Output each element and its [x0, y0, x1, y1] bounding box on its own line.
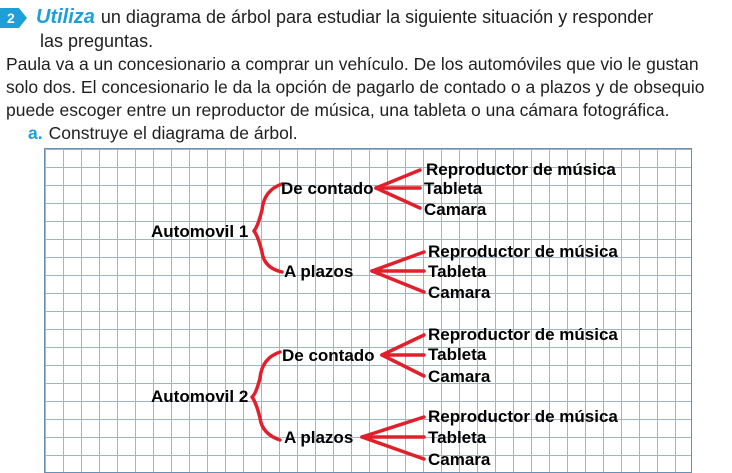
tree-leaf-line	[380, 353, 426, 378]
tree-leaf-line	[374, 186, 422, 210]
tree-leaf-line	[380, 333, 426, 357]
tree-leaf-line	[360, 435, 426, 461]
tree-branch-label: A plazos	[284, 428, 353, 447]
grid-paper	[44, 148, 692, 473]
tree-branch-label: A plazos	[284, 262, 353, 281]
tree-leaf-label: Tableta	[424, 179, 483, 198]
tree-branch-line	[252, 182, 284, 274]
paragraph-line-3: puede escoger entre un reproductor de mú…	[6, 100, 670, 120]
subquestion-a: a.Construye el diagrama de árbol.	[28, 123, 298, 143]
tree-leaf-label: Camara	[428, 367, 491, 386]
tree-leaf-label: Tableta	[428, 428, 487, 447]
tree-leaf-line	[370, 250, 426, 273]
tree-branch-line	[250, 350, 282, 442]
tree-branch-label: De contado	[281, 179, 374, 198]
paragraph-line-1: Paula va a un concesionario a comprar un…	[6, 54, 699, 74]
subquestion-letter: a.	[28, 123, 43, 143]
tree-leaf-label: Reproductor de música	[428, 325, 618, 344]
tree-leaf-label: Tableta	[428, 262, 487, 281]
tree-root-label: Automovil 1	[151, 222, 248, 241]
tree-leaf-label: Camara	[424, 200, 487, 219]
exercise-instruction-continued: las preguntas.	[40, 31, 154, 51]
tree-leaf-label: Camara	[428, 450, 491, 469]
tree-leaf-line	[360, 415, 426, 439]
tree-leaf-label: Tableta	[428, 345, 487, 364]
tree-leaf-label: Reproductor de música	[428, 407, 618, 426]
tree-leaf-label: Reproductor de música	[426, 160, 616, 179]
tree-branch-label: De contado	[282, 346, 375, 365]
tree-leaf-label: Camara	[428, 283, 491, 302]
tree-root-label: Automovil 2	[151, 387, 248, 406]
exercise-number-badge: 2	[0, 8, 27, 28]
exercise-verb: Utiliza	[36, 6, 95, 28]
tree-leaf-line	[370, 269, 426, 294]
paragraph-line-2: solo dos. El concesionario le da la opci…	[6, 77, 705, 97]
tree-leaf-label: Reproductor de música	[428, 242, 618, 261]
tree-leaf-line	[374, 168, 422, 190]
